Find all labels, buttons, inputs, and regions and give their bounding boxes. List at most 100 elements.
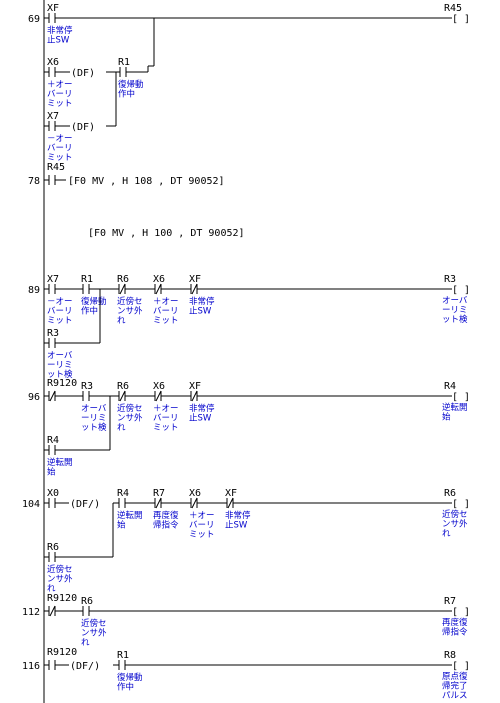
device-comment: 止SW: [189, 306, 212, 317]
coil-symbol: [ ]: [452, 392, 470, 403]
device-label: R6: [117, 274, 129, 285]
coil-comment: ーリミ: [442, 306, 468, 316]
device-comment: ット検: [47, 369, 73, 380]
device-comment: ンサ外: [81, 628, 107, 639]
device-comment: 復帰動: [117, 672, 143, 683]
device-comment: ンサ外: [117, 306, 143, 317]
coil-comment: 再度復: [442, 617, 468, 628]
device-label: X6: [47, 57, 59, 68]
device-comment: 逆転開: [117, 510, 143, 521]
device-comment: ＋オー: [153, 404, 179, 414]
device-label: R4: [47, 435, 59, 446]
step-number: 69: [28, 14, 40, 25]
device-label: XF: [189, 274, 201, 285]
device-comment: －オー: [47, 297, 73, 307]
device-comment: 始: [117, 520, 126, 531]
contact-r45_78: R45: [47, 162, 65, 185]
device-comment: れ: [47, 584, 56, 594]
device-comment: バーリ: [47, 90, 73, 100]
df-instruction: (DF/): [70, 499, 100, 510]
device-label: XF: [47, 3, 59, 14]
device-comment: バーリ: [47, 307, 73, 317]
device-label: R1: [118, 57, 130, 68]
device-comment: ミット: [47, 99, 73, 109]
coil-label: R3: [444, 274, 456, 285]
coil-symbol: [ ]: [452, 14, 470, 25]
device-comment: ーリミ: [47, 361, 73, 371]
coil-comment: 帰完了: [442, 681, 468, 692]
device-label: XF: [189, 381, 201, 392]
device-comment: 作中: [117, 682, 134, 693]
coil-symbol: [ ]: [452, 285, 470, 296]
coil-symbol: [ ]: [452, 661, 470, 672]
step-number: 116: [22, 661, 40, 672]
device-label: R3: [47, 328, 59, 339]
device-comment: 帰指令: [153, 520, 179, 531]
device-comment: ット検: [81, 422, 107, 433]
nc-slash: [49, 605, 56, 617]
device-comment: れ: [81, 638, 90, 648]
device-comment: －オー: [47, 134, 73, 144]
device-label: R6: [47, 542, 59, 553]
device-label: R1: [81, 274, 93, 285]
device-label: X6: [189, 488, 201, 499]
nc-slash: [191, 390, 198, 402]
device-comment: バーリ: [189, 521, 215, 531]
nc-slash: [191, 497, 198, 509]
nc-slash: [119, 283, 126, 295]
device-label: R1: [117, 650, 129, 661]
coil-comment: 原点復: [442, 671, 468, 682]
df-instruction: (DF): [71, 68, 95, 79]
coil-comment: ンサ外: [442, 519, 468, 530]
device-label: R7: [153, 488, 165, 499]
device-comment: ＋オー: [189, 511, 215, 521]
device-label: R3: [81, 381, 93, 392]
coil-comment: オーバ: [442, 296, 468, 306]
contact-x0_104: X0: [47, 488, 59, 508]
device-comment: 再度復: [153, 510, 179, 521]
device-comment: オーバ: [47, 351, 73, 361]
device-label: X7: [47, 111, 59, 122]
nc-slash: [227, 497, 234, 509]
nc-slash: [155, 497, 162, 509]
device-comment: ミット: [153, 316, 179, 326]
coil-comment: 帰指令: [442, 627, 468, 638]
device-comment: 非常停: [225, 510, 251, 521]
nc-slash: [191, 283, 198, 295]
device-comment: 近傍セ: [47, 564, 73, 575]
device-label: X6: [153, 274, 165, 285]
device-comment: ンサ外: [117, 413, 143, 424]
nc-slash: [155, 390, 162, 402]
device-label: R9120: [47, 378, 77, 389]
device-comment: 止SW: [189, 413, 212, 424]
device-comment: ＋オー: [153, 297, 179, 307]
device-comment: ＋オー: [47, 80, 73, 90]
device-label: XF: [225, 488, 237, 499]
device-comment: 止SW: [47, 35, 70, 46]
coil-label: R7: [444, 596, 456, 607]
device-label: R6: [117, 381, 129, 392]
step-number: 78: [28, 176, 40, 187]
device-comment: 作中: [81, 306, 98, 317]
coil-symbol: [ ]: [452, 499, 470, 510]
